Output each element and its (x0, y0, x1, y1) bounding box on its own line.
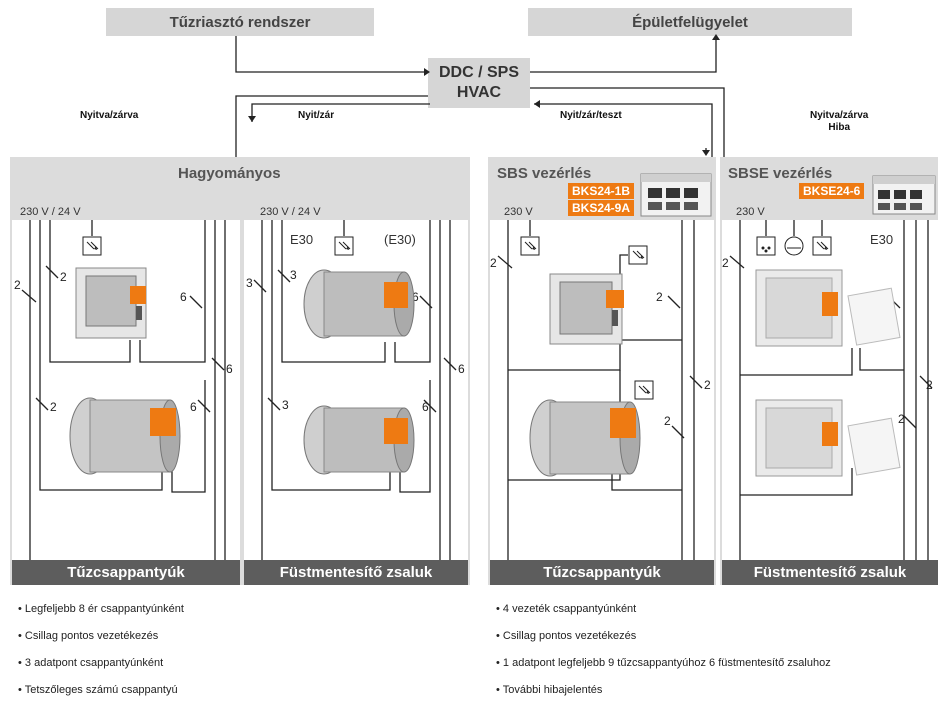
fire-alarm-system-box: Tűzriasztó rendszer (106, 8, 374, 36)
fan-icon (784, 236, 804, 256)
wire-count: 2 (704, 378, 711, 392)
conventional-title: Hagyományos (178, 165, 281, 182)
sbs-badge-2: BKS24-9A (568, 200, 635, 216)
smoke-detector-icon (634, 380, 654, 400)
square-smoke-damper-icon (755, 269, 901, 347)
conv-fire-dampers-footer: Tűzcsappantyúk (12, 560, 240, 585)
bullet-item: Csillag pontos vezetékezés (18, 629, 184, 656)
smoke-detector-icon (520, 236, 540, 256)
round-fire-damper-icon (529, 399, 641, 477)
sbse-e30-label: E30 (870, 232, 894, 247)
building-management-box: Épületfelügyelet (528, 8, 852, 36)
conv-voltage-left: 230 V / 24 V (20, 206, 81, 218)
signal-left-outer: Nyitva/zárva (80, 110, 139, 121)
wire-count: 2 (14, 278, 21, 292)
smoke-detector-icon (82, 236, 102, 256)
bullet-item: 4 vezeték csappantyúnként (496, 602, 831, 629)
conv-voltage-right: 230 V / 24 V (260, 206, 321, 218)
sbse-smoke-dampers-footer: Füstmentesítő zsaluk (722, 560, 938, 585)
sbs-fire-dampers-label: Tűzcsappantyúk (543, 564, 661, 581)
signal-right-outer: Nyitva/zárva Hiba (810, 110, 868, 134)
signal-left-inner: Nyit/zár (298, 110, 335, 121)
fire-alarm-system-label: Tűzriasztó rendszer (169, 13, 311, 31)
signal-right-outer-line2: Hiba (828, 122, 851, 133)
bullet-item: Tetszőleges számú csappantyú (18, 683, 184, 710)
wire-count: 2 (722, 256, 729, 270)
sbs-title: SBS vezérlés (497, 165, 592, 182)
bullet-item: Csillag pontos vezetékezés (496, 629, 831, 656)
sbs-fire-dampers-footer: Tűzcsappantyúk (490, 560, 714, 585)
sbse-title: SBSE vezérlés (728, 165, 833, 182)
round-smoke-damper-icon (303, 269, 415, 339)
conv-smoke-dampers-footer: Füstmentesítő zsaluk (244, 560, 468, 585)
conv-smoke-dampers-label: Füstmentesítő zsaluk (279, 564, 433, 581)
bullet-item: További hibajelentés (496, 683, 831, 710)
ddc-controller-line2: HVAC (456, 84, 502, 101)
conv-fire-dampers-label: Tűzcsappantyúk (67, 564, 185, 581)
wire-count: 2 (898, 412, 905, 426)
wire-count: 6 (226, 362, 233, 376)
square-fire-damper-icon (75, 267, 147, 339)
wire-count: 3 (282, 398, 289, 412)
sbs-controller-module-icon (640, 173, 712, 217)
conv-e30-paren-label: (E30) (384, 232, 416, 247)
sbse-badge: BKSE24-6 (799, 183, 865, 199)
sbse-smoke-dampers-label: Füstmentesítő zsaluk (753, 564, 907, 581)
sbse-controller-module-icon (872, 175, 936, 215)
smoke-detector-icon (334, 236, 354, 256)
wire-count: 2 (926, 378, 933, 392)
tableau-icon (756, 236, 776, 256)
sbs-voltage: 230 V (504, 206, 533, 218)
wire-count: 2 (656, 290, 663, 304)
conventional-bullets: Legfeljebb 8 ér csappantyúnként Csillag … (18, 602, 184, 710)
wire-count: 3 (246, 276, 253, 290)
building-management-label: Épületfelügyelet (632, 13, 748, 31)
ddc-controller-line1: DDC / SPS (438, 64, 519, 81)
sbs-badge-1: BKS24-1B (568, 183, 635, 199)
ddc-controller-box: DDC / SPS HVAC (428, 58, 530, 108)
wire-count: 6 (180, 290, 187, 304)
round-smoke-damper-icon (303, 405, 415, 475)
bullet-item: 1 adatpont legfeljebb 9 tűzcsappantyúhoz… (496, 656, 831, 683)
square-smoke-damper-icon (755, 399, 901, 477)
conv-e30-label: E30 (290, 232, 314, 247)
smoke-detector-icon (628, 245, 648, 265)
smoke-detector-icon (812, 236, 832, 256)
sbs-bullets: 4 vezeték csappantyúnként Csillag pontos… (496, 602, 831, 710)
bullet-item: 3 adatpont csappantyúnként (18, 656, 184, 683)
wire-count: 3 (290, 268, 297, 282)
wire-count: 6 (458, 362, 465, 376)
signal-right-inner: Nyit/zár/teszt (560, 110, 622, 121)
wire-count: 6 (412, 290, 419, 304)
wire-count: 2 (664, 414, 671, 428)
round-fire-damper-icon (69, 397, 181, 475)
bullet-item: Legfeljebb 8 ér csappantyúnként (18, 602, 184, 629)
signal-right-outer-line1: Nyitva/zárva (810, 110, 869, 121)
wire-count: 2 (50, 400, 57, 414)
wire-count: 6 (190, 400, 197, 414)
wire-count: 2 (60, 270, 67, 284)
wire-count: 2 (490, 256, 497, 270)
sbse-voltage: 230 V (736, 206, 765, 218)
wire-count: 6 (422, 400, 429, 414)
square-fire-damper-icon (549, 273, 624, 345)
